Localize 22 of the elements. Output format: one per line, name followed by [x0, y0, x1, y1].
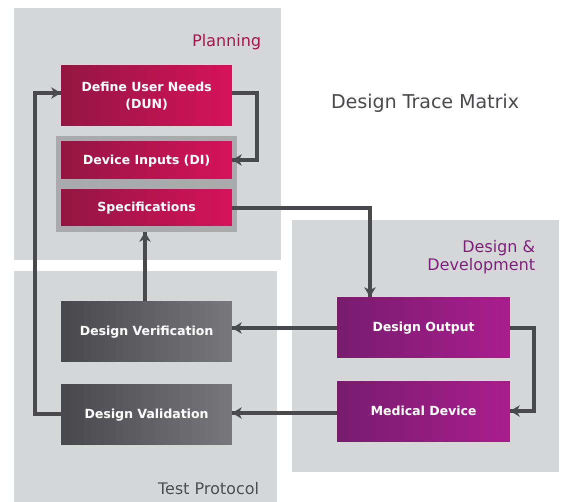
- process-box: Define User Needs (DUN): [61, 65, 232, 126]
- panel-title: Planning: [192, 32, 261, 50]
- process-box: Design Output: [337, 297, 510, 358]
- panel-title: Test Protocol: [158, 480, 259, 498]
- arrow: [139, 232, 151, 301]
- test-protocol-panel: [14, 271, 277, 502]
- planning-panel: [14, 8, 281, 260]
- diagram-title: Design Trace Matrix: [330, 91, 520, 113]
- group-box: [56, 136, 237, 232]
- process-box: Device Inputs (DI): [61, 141, 232, 179]
- process-box: Specifications: [61, 189, 232, 226]
- arrow: [232, 206, 376, 297]
- panel-title: Design & Development: [426, 238, 535, 275]
- arrow: [232, 91, 259, 166]
- design-development-panel: [292, 220, 559, 472]
- process-box: Design Verification: [61, 301, 232, 362]
- arrow: [232, 407, 337, 419]
- arrow: [33, 87, 61, 416]
- arrow: [510, 326, 536, 417]
- arrow: [232, 322, 337, 334]
- process-box: Medical Device: [337, 381, 510, 442]
- process-box: Design Validation: [61, 384, 232, 445]
